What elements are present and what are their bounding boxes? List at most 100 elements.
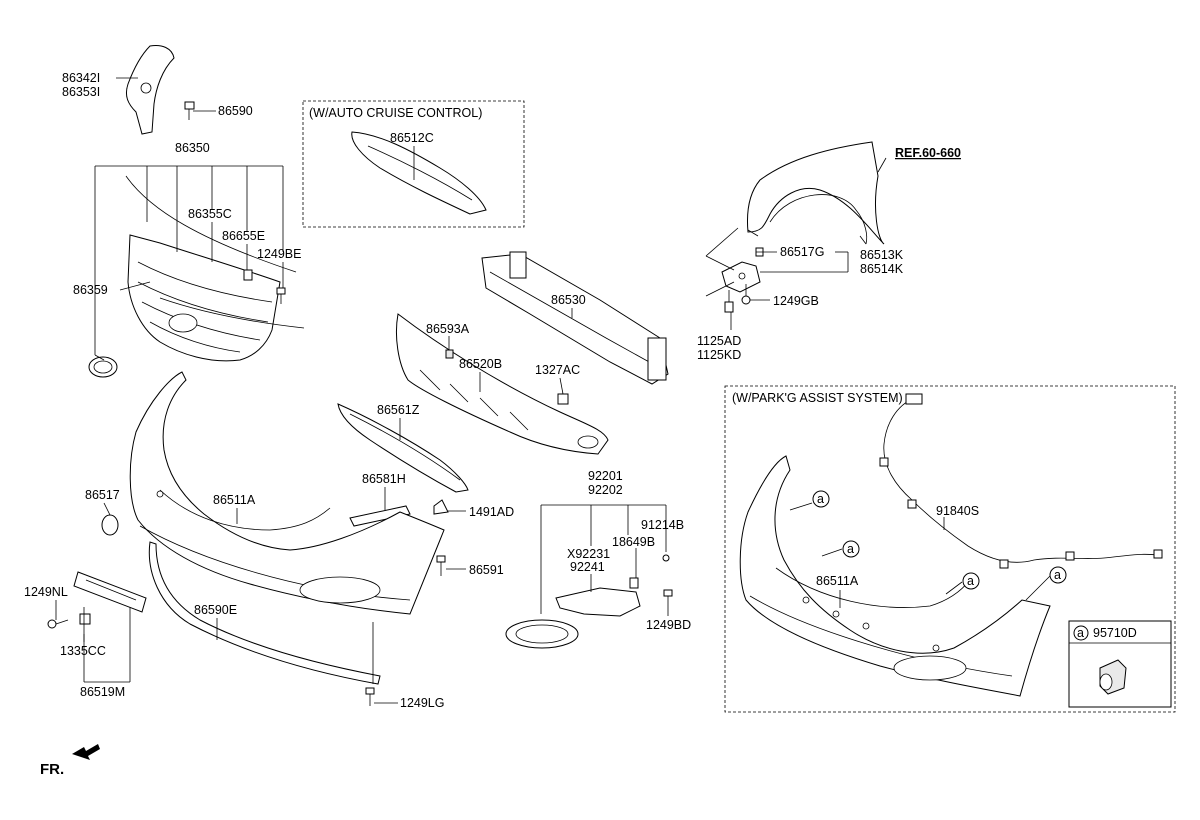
label-1491AD[interactable]: 1491AD: [469, 505, 514, 519]
grille-emblem-mount: [168, 313, 198, 333]
clip-86590: [184, 101, 195, 120]
label-86590[interactable]: 86590: [218, 104, 253, 118]
beam-mount-left: [509, 251, 527, 279]
label-86581H[interactable]: 86581H: [362, 472, 406, 486]
absorber-hole: [577, 435, 599, 449]
label-86655E[interactable]: 86655E: [222, 229, 265, 243]
bumper-upper-edge: [159, 489, 331, 531]
label-86530[interactable]: 86530: [551, 293, 586, 307]
parking-sensor-face: [1099, 673, 1113, 691]
fog-lamp-lens: [515, 624, 569, 644]
pa-fog-opening: [893, 655, 967, 681]
front-emblem: [88, 356, 118, 378]
label-86517G[interactable]: 86517G: [780, 245, 824, 259]
label-1125KD[interactable]: 1125KD: [697, 348, 741, 362]
wiring-connectors: [879, 393, 1163, 569]
callout-a-1: a: [817, 492, 824, 506]
clip-1335CC: [79, 613, 91, 625]
label-86355C[interactable]: 86355C: [188, 207, 232, 221]
label-86519M[interactable]: 86519M: [80, 685, 125, 699]
plate-bracket-slot: [85, 579, 137, 601]
fender-wheel-arch: [769, 194, 868, 245]
screw-1249LG: [365, 687, 375, 706]
front-direction-arrow: [72, 744, 100, 760]
label-86359[interactable]: 86359: [73, 283, 108, 297]
label-92201[interactable]: 92201: [588, 469, 623, 483]
fender-edge: [747, 229, 867, 245]
callout-markers: [812, 490, 1089, 641]
label-1249BD[interactable]: 1249BD: [646, 618, 691, 632]
label-1249GB[interactable]: 1249GB: [773, 294, 819, 308]
cruise-cover-slot: [367, 145, 473, 201]
energy-absorber: [395, 313, 609, 455]
pa-bumper-upper-edge: [775, 567, 971, 608]
label-1249BE[interactable]: 1249BE: [257, 247, 301, 261]
label-86593A[interactable]: 86593A: [426, 322, 470, 336]
label-86512C[interactable]: 86512C: [390, 131, 434, 145]
lower-grille: [337, 403, 469, 493]
auto-cruise-option-title: (W/AUTO CRUISE CONTROL): [309, 106, 482, 120]
label-1335CC[interactable]: 1335CC: [60, 644, 106, 658]
park-assist-option-title: (W/PARK'G ASSIST SYSTEM): [732, 391, 903, 405]
radiator-grille: [127, 234, 281, 362]
callout-a-5: a: [1077, 626, 1084, 640]
park-assist-option-box: [724, 385, 1176, 713]
parking-sensor-wiring: [883, 397, 1163, 563]
label-86591[interactable]: 86591: [469, 563, 504, 577]
bracket-hole: [140, 82, 152, 94]
front-fender: [747, 141, 885, 245]
screw-1249BD: [663, 589, 673, 612]
back-beam-crease: [489, 271, 661, 369]
label-91214B[interactable]: 91214B: [641, 518, 684, 532]
clip-86593A: [445, 349, 454, 359]
clip-1491AD: [433, 499, 449, 515]
parking-sensor-holes: [802, 596, 940, 652]
label-86520B[interactable]: 86520B: [459, 357, 502, 371]
label-86513K[interactable]: 86513K: [860, 248, 904, 262]
label-1125AD[interactable]: 1125AD: [697, 334, 741, 348]
fog-lamp-bracket: [555, 587, 641, 617]
label-1327AC[interactable]: 1327AC: [535, 363, 580, 377]
fog-lamp-opening: [299, 576, 381, 604]
leader-lines: [55, 77, 1051, 704]
label-X92231[interactable]: X92231: [567, 547, 610, 561]
label-86590E[interactable]: 86590E: [194, 603, 237, 617]
grille-lower-molding: [159, 297, 305, 329]
label-86353I[interactable]: 86353I: [62, 85, 100, 99]
callout-a-3: a: [967, 574, 974, 588]
label-92202[interactable]: 92202: [588, 483, 623, 497]
auto-cruise-option-box: [302, 100, 525, 228]
label-92241[interactable]: 92241: [570, 560, 605, 574]
nut-86655E: [243, 269, 253, 281]
callout-a-2: a: [847, 542, 854, 556]
front-emblem-inner: [93, 360, 113, 374]
clip-91214B: [662, 554, 670, 562]
towing-hook-cap: [101, 514, 119, 536]
bulb-18649B: [629, 577, 639, 589]
fog-lamp: [505, 619, 579, 649]
grille-upper-molding: [125, 175, 297, 273]
license-plate-bracket: [73, 571, 147, 613]
nut-1327AC: [557, 393, 569, 405]
park-assist-bumper-cover: [739, 455, 1051, 697]
label-18649B[interactable]: 18649B: [612, 535, 655, 549]
screw-1249BE: [276, 287, 286, 304]
label-86517[interactable]: 86517: [85, 488, 120, 502]
label-1249LG[interactable]: 1249LG: [400, 696, 444, 710]
fender-reference[interactable]: REF.60-660: [895, 146, 961, 160]
label-86511A[interactable]: 86511A: [213, 493, 256, 507]
side-bracket-hole: [738, 272, 746, 280]
lower-bumper-molding: [148, 541, 381, 685]
label-86514K[interactable]: 86514K: [860, 262, 904, 276]
label-91840S[interactable]: 91840S: [936, 504, 979, 518]
absorber-ribs: [419, 369, 529, 431]
lower-grille-pattern: [349, 413, 461, 481]
pa-bumper-lower-edge: [749, 595, 1013, 677]
label-86342I[interactable]: 86342I: [62, 71, 100, 85]
bumper-mount-hole: [156, 490, 164, 498]
label-95710D[interactable]: 95710D: [1093, 626, 1137, 640]
label-86511A-park-assist[interactable]: 86511A: [816, 574, 859, 588]
label-1249NL[interactable]: 1249NL: [24, 585, 68, 599]
label-86350[interactable]: 86350: [175, 141, 210, 155]
label-86561Z[interactable]: 86561Z: [377, 403, 420, 417]
